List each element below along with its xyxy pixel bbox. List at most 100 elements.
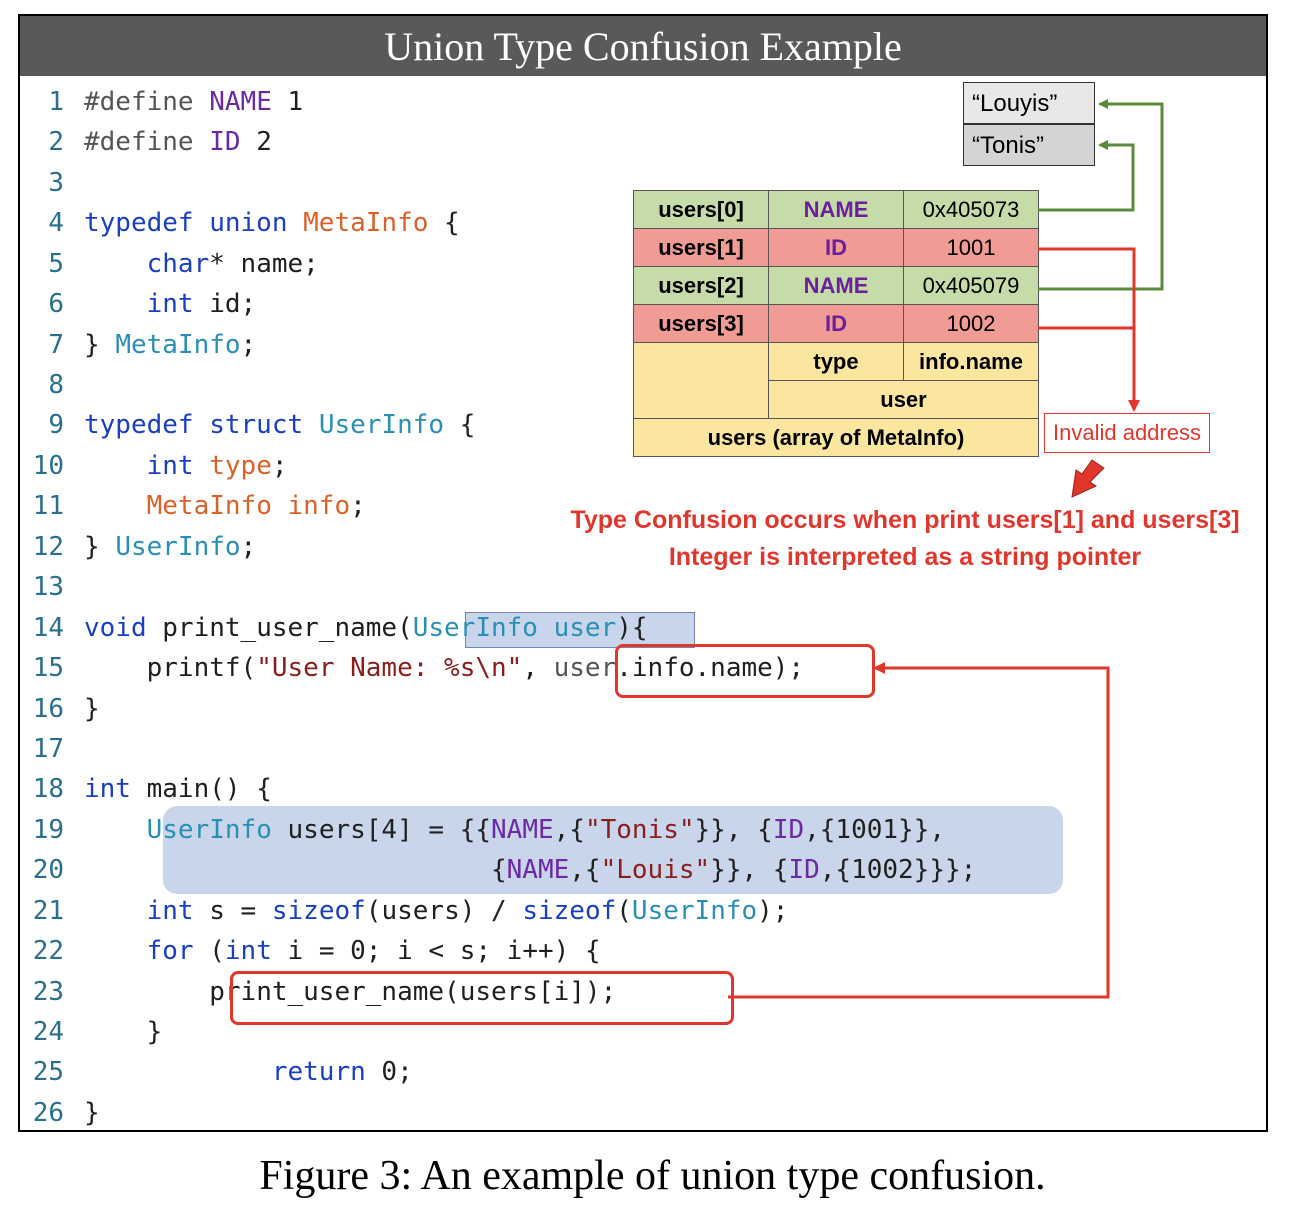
code-token: int: [84, 774, 131, 804]
code-token: print_user_name(users[i]);: [209, 977, 617, 1007]
code-token: #define: [84, 87, 210, 117]
code-token: ,: [522, 653, 554, 683]
code-token: for: [146, 936, 194, 966]
code-token: typedef union: [84, 208, 304, 238]
code-token: }: [84, 694, 100, 724]
code-token: {: [491, 855, 507, 885]
code-token: {: [444, 410, 476, 440]
code-token: main() {: [130, 774, 272, 804]
code-token: return: [271, 1057, 366, 1087]
line-number: 2: [48, 127, 64, 157]
code-token: ID: [209, 127, 241, 157]
code-token: UserInfo: [318, 410, 445, 440]
code-token: ;: [271, 451, 288, 481]
table-row: type info.name: [633, 342, 1039, 419]
pointer-arrow-users2: [1038, 99, 1164, 291]
table-row: users[3] ID 1002: [633, 304, 1039, 343]
memory-string-louyis: “Louyis”: [963, 82, 1095, 124]
line-number: 12: [32, 532, 64, 562]
code-token: (: [616, 896, 632, 926]
code-token: MetaInfo info: [146, 491, 351, 521]
row-type: NAME: [768, 266, 904, 305]
code-token: s =: [193, 896, 272, 926]
code-token: 0;: [365, 1057, 413, 1087]
table-row: user: [634, 380, 1039, 419]
code-token: NAME: [506, 855, 570, 885]
code-token: i = 0; i < s; i++) {: [271, 936, 601, 966]
code-token: int: [146, 451, 210, 481]
row-label: users[2]: [633, 266, 769, 305]
row-label: users[0]: [633, 190, 769, 229]
code-token: id;: [193, 289, 257, 319]
line-number: 24: [32, 1017, 64, 1047]
code-token: ,{1002}}};: [819, 855, 977, 885]
line-number: 26: [32, 1098, 64, 1128]
code-token: ;: [350, 491, 366, 521]
empty-cell: [633, 342, 769, 419]
line-number: 16: [32, 694, 64, 724]
line-number: 5: [48, 249, 64, 279]
code-token: }: [84, 330, 116, 360]
invalid-arrow-users1: [1038, 247, 1140, 412]
line-number: 13: [32, 572, 64, 602]
code-token: user: [553, 653, 617, 683]
code-token: NAME: [209, 87, 272, 117]
code-token: UserInfo: [146, 815, 272, 845]
code-token: int: [146, 896, 194, 926]
code-token: 1: [271, 87, 304, 117]
line-number: 21: [32, 896, 64, 926]
code-token: (users) /: [365, 896, 523, 926]
code-token: }: [146, 1017, 163, 1047]
code-token: printf(: [146, 653, 257, 683]
line-number: 14: [32, 613, 64, 643]
code-token: .info.name);: [616, 653, 805, 683]
code-token: print_user_name(: [146, 613, 413, 643]
code-token: (: [193, 936, 225, 966]
code-token: int: [146, 289, 194, 319]
code-token: sizeof: [271, 896, 366, 926]
code-token: {: [428, 208, 460, 238]
array-init-highlight: [163, 806, 1063, 894]
code-token: ,{: [569, 855, 601, 885]
code-token: 2: [240, 127, 272, 157]
memory-string-tonis: “Tonis”: [963, 124, 1095, 166]
line-number: 17: [32, 734, 64, 764]
pointer-arrow-users0: [1038, 140, 1135, 212]
row-label: users[1]: [633, 228, 769, 267]
code-token: ;: [240, 330, 257, 360]
users-memory-table: users[0] NAME 0x405073 users[1] ID 1001 …: [633, 190, 1039, 457]
row-type: NAME: [768, 190, 904, 229]
code-token: ID: [788, 855, 820, 885]
code-token: UserInfo: [631, 896, 758, 926]
figure-caption: Figure 3: An example of union type confu…: [259, 1153, 1046, 1199]
code-token: MetaInfo: [303, 208, 429, 238]
table-row: users[2] NAME 0x405079: [633, 266, 1039, 305]
row-label: users[3]: [633, 304, 769, 343]
line-number: 1: [48, 87, 64, 117]
table-row: users[1] ID 1001: [633, 228, 1039, 267]
code-token: }: [84, 532, 116, 562]
line-number: 3: [48, 168, 64, 198]
code-token: sizeof: [522, 896, 617, 926]
line-number: 8: [48, 370, 64, 400]
figure-title: Union Type Confusion Example: [20, 16, 1266, 76]
code-token: "Tonis": [584, 815, 695, 845]
code-token: ID: [772, 815, 805, 845]
code-token: * name;: [209, 249, 319, 279]
code-token: );: [757, 896, 789, 926]
code-token: NAME: [491, 815, 554, 845]
code-token: #define: [84, 127, 210, 157]
line-number: 18: [32, 774, 64, 804]
line-number: 23: [32, 977, 64, 1007]
line-number: 25: [32, 1057, 64, 1087]
line-number: 19: [32, 815, 64, 845]
code-token: UserInfo user: [412, 613, 617, 643]
code-token: MetaInfo: [115, 330, 241, 360]
line-number: 4: [48, 208, 64, 238]
code-token: }}, {: [694, 815, 773, 845]
code-token: }}, {: [710, 855, 789, 885]
line-number: 10: [32, 451, 64, 481]
line-number: 20: [32, 855, 64, 885]
code-token: "User Name: %s\n": [256, 653, 523, 683]
